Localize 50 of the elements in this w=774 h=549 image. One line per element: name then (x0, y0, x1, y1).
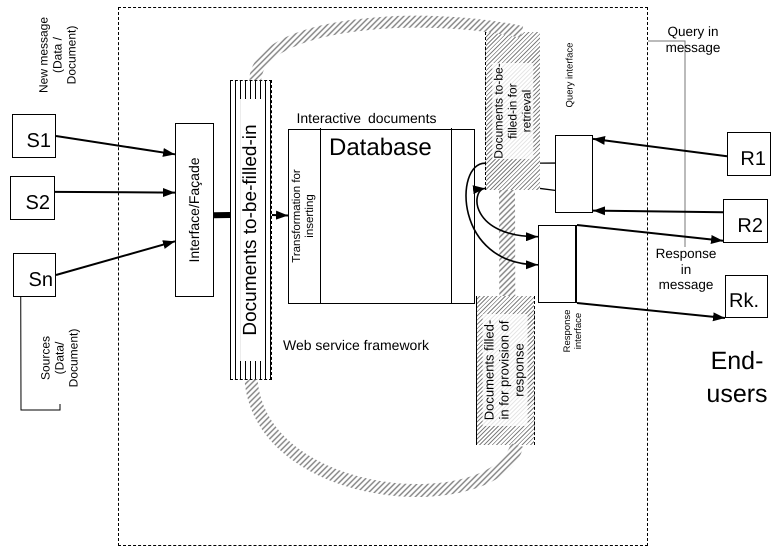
interface-caption: Query interface (566, 42, 576, 110)
source-label: S1 (26, 130, 51, 153)
band-label: Documents filled- in for provision of response (482, 314, 528, 426)
interface-box (174, 122, 214, 296)
recipient-box (725, 275, 768, 318)
message-label: New message (Data / Document) (37, 16, 79, 96)
arrow (56, 135, 176, 157)
column-label: Transformation for inserting (290, 168, 316, 264)
connector-line (540, 188, 556, 192)
source-label: Sn (28, 269, 53, 292)
connector-bar (214, 212, 230, 218)
source-box (13, 253, 56, 297)
recipient-label: Rk. (729, 290, 759, 313)
message-label: Response in message (654, 246, 718, 293)
source-label: S2 (26, 192, 50, 215)
end-users-label: End- users (705, 346, 769, 410)
query-interface-box (554, 134, 592, 212)
arrow (592, 206, 724, 216)
recipient-box (723, 199, 768, 243)
band-label: Documents to-be- filled-in for retrieval (492, 62, 534, 158)
source-box (12, 114, 56, 158)
leader-line (20, 296, 60, 410)
interface-caption: Response interface (563, 308, 585, 354)
arrow (592, 136, 728, 158)
framework-boundary (118, 7, 648, 546)
framework-label: Web service framework (283, 337, 430, 354)
arrow (576, 302, 726, 322)
arrow (56, 240, 176, 276)
source-box (10, 176, 55, 220)
response-interface-box (538, 224, 576, 302)
interface-label: Interface/Façade (186, 156, 202, 264)
sources-label: Sources (Data/ Document) (39, 328, 81, 390)
connector-line (540, 162, 555, 164)
response-band (476, 296, 534, 444)
arrow (272, 210, 288, 220)
message-label: Query in message (664, 24, 722, 56)
recipient-label: R1 (740, 148, 766, 171)
box-heading: Interactive documents (296, 110, 436, 126)
arrow (472, 188, 538, 241)
retrieval-band (484, 32, 540, 190)
hatched-channel (249, 16, 523, 82)
document-band (230, 80, 272, 380)
arrow (55, 188, 175, 198)
hatched-channel (244, 378, 523, 497)
arrow (576, 224, 724, 244)
recipient-box (727, 132, 771, 176)
recipient-label: R2 (737, 215, 763, 238)
database-label: Database (329, 134, 432, 162)
arrow (465, 162, 538, 268)
band-label: Documents to-be-filled-in (240, 98, 262, 360)
